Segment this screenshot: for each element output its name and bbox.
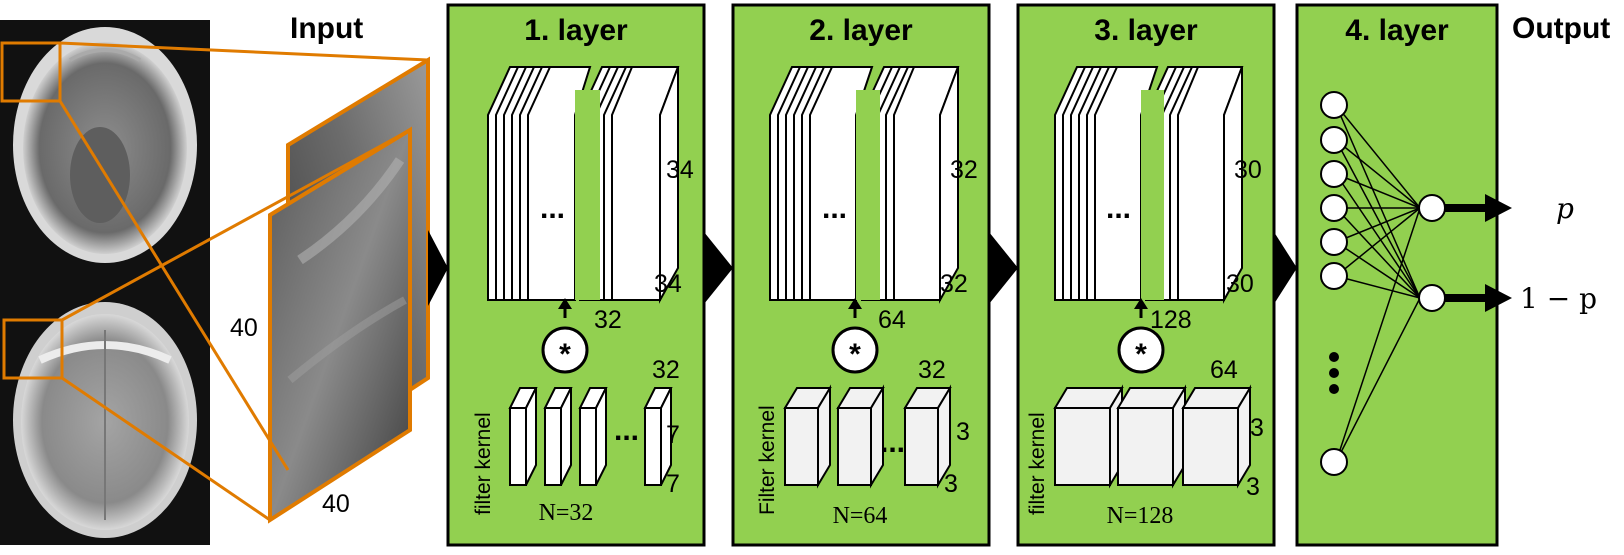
layer-3-kernel-axis-label: filter kernel	[1026, 412, 1049, 515]
patch-height-label: 40	[230, 314, 258, 342]
layer-1-map-height: 34	[666, 156, 694, 184]
layer-2-feature-maps: ... 32 32 64 *	[769, 66, 978, 374]
layer-1-kernel-width: 7	[666, 470, 680, 498]
layer-3-count-label: N=128	[1107, 503, 1174, 529]
layer-1-kernel-height: 7	[666, 421, 680, 449]
layer-1-feature-maps: ... 34 34 32 *	[487, 66, 694, 374]
svg-text:*: *	[1135, 338, 1147, 371]
layer-4-output-neurons	[1418, 194, 1446, 312]
arrow-layer3-to-layer4	[1274, 232, 1297, 304]
arrow-layer2-to-layer3	[989, 232, 1018, 304]
layer-1-maps-ellipsis: ...	[540, 192, 565, 225]
layer-2-kernel-width: 3	[944, 470, 958, 498]
layer-3-filter-kernels	[1053, 384, 1252, 489]
layer-2-maps-ellipsis: ...	[822, 192, 847, 225]
layer-1-map-depth: 32	[594, 306, 622, 334]
zoom-lines	[58, 41, 429, 522]
layer-4-connections	[1335, 104, 1421, 463]
layer-1-kernel-count: 32	[652, 356, 680, 384]
layer-2-count-label: N=64	[833, 503, 888, 529]
layer-1-kernel-ellipsis: ...	[614, 414, 639, 447]
layer-1-count-label: N=32	[539, 500, 594, 526]
output-p-label: p	[1556, 192, 1574, 225]
layer-1-stack-left	[487, 66, 592, 301]
layer-2-kernel-axis-label: Filter kernel	[756, 405, 779, 515]
layer-2-conv-operator: *	[831, 326, 879, 374]
layer-3-map-depth: 128	[1150, 306, 1192, 334]
svg-text:*: *	[559, 338, 571, 371]
layer-4-input-neurons	[1320, 91, 1348, 476]
layer-3-title: 3. layer	[1094, 14, 1198, 47]
layer-2-title: 2. layer	[809, 14, 913, 47]
layer-3-map-height: 30	[1234, 156, 1262, 184]
input-patch-front	[268, 126, 412, 524]
arrow-input-to-layer1	[428, 230, 448, 306]
layer-2-kernel-ellipsis: ...	[880, 426, 905, 459]
layer-2-map-depth: 64	[878, 306, 906, 334]
layer-4-title: 4. layer	[1345, 14, 1449, 47]
layer-3-stack-left	[1054, 66, 1159, 301]
layer-3-maps-ellipsis: ...	[1106, 192, 1131, 225]
layer-1-kernel-axis-label: filter kernel	[472, 412, 495, 515]
layer-3-kernel-height: 3	[1250, 414, 1264, 442]
mri-slice-top	[13, 27, 197, 263]
layer-3-map-shadow	[1141, 90, 1164, 300]
mri-slice-bottom	[13, 302, 197, 538]
layer-2-map-width: 32	[940, 270, 968, 298]
layer-2-kernel-count: 32	[918, 356, 946, 384]
layer-1-map-width: 34	[654, 270, 682, 298]
layer-2-map-shadow	[856, 90, 880, 300]
roi-box-top	[0, 41, 62, 103]
input-title: Input	[290, 12, 363, 45]
layer-3-kernel-width: 3	[1246, 473, 1260, 501]
input-section: Input 40 40	[58, 12, 448, 524]
patch-width-label: 40	[322, 490, 350, 518]
layer-1-map-shadow	[575, 90, 600, 300]
layer-2-kernel-height: 3	[956, 418, 970, 446]
mri-images	[0, 20, 210, 545]
layer-1-title: 1. layer	[524, 14, 628, 47]
layer-4-vertical-ellipsis	[1329, 352, 1339, 394]
arrow-layer1-to-layer2	[704, 232, 733, 304]
layer-3-conv-operator: *	[1117, 326, 1165, 374]
layer-2-filter-kernels	[783, 384, 952, 489]
output-one-minus-p-label: 1 − p	[1520, 282, 1597, 315]
layer-3-map-width: 30	[1226, 270, 1254, 298]
layer-2-map-height: 32	[950, 156, 978, 184]
layer-3-kernel-count: 64	[1210, 356, 1238, 384]
layer-3-feature-maps: ... 30 30 128 *	[1054, 66, 1262, 374]
output-arrows	[1445, 194, 1512, 312]
layer-1-filter-kernels	[508, 387, 673, 486]
output-title: Output	[1512, 12, 1610, 45]
layer-1-conv-operator: *	[541, 326, 589, 374]
svg-text:*: *	[849, 338, 861, 371]
roi-box-bottom	[2, 318, 64, 380]
